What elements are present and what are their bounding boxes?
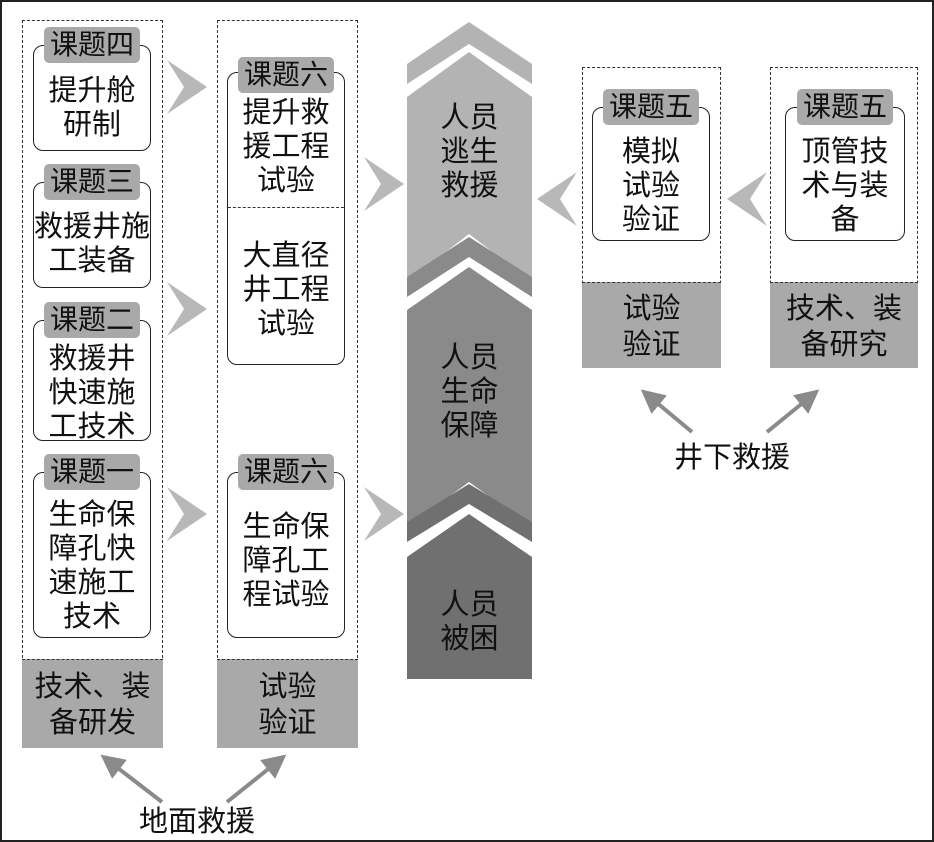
arrow-icon <box>765 389 820 434</box>
topic-text: 顶管技术与装备 <box>801 134 889 236</box>
test-footer: 试验验证 <box>217 659 358 748</box>
underground-research-footer: 技术、装备研究 <box>770 282 918 368</box>
topic-box: 顶管技术与装备 <box>785 107 905 241</box>
topic-tag: 课题五 <box>603 89 699 125</box>
chevron-right-icon <box>167 282 207 336</box>
topic-tag: 课题一 <box>44 454 140 490</box>
topic-text: 提升救援工程试验 <box>228 73 344 208</box>
topic-box: 生命保障孔工程试验 <box>227 472 345 638</box>
chevron-right-icon <box>167 487 207 541</box>
stage-support-label: 人员生命保障 <box>440 340 499 442</box>
topic-tag: 课题三 <box>44 164 140 200</box>
topic-tag: 课题六 <box>238 454 334 490</box>
topic-box: 提升救援工程试验 大直径井工程试验 <box>227 72 345 365</box>
topic-text: 救援井快速施工技术 <box>48 341 136 443</box>
arrow-icon <box>225 754 287 804</box>
arrow-icon <box>640 389 694 434</box>
stage-arrow-support <box>407 267 532 527</box>
topic-text: 生命保障孔快速施工技术 <box>48 497 136 633</box>
stage-arrow-escape <box>407 52 532 282</box>
underground-test-footer: 试验验证 <box>582 282 721 368</box>
topic-text: 大直径井工程试验 <box>242 238 330 340</box>
topic-tag: 课题五 <box>797 89 893 125</box>
chevron-right-icon <box>364 487 404 541</box>
topic-text: 生命保障孔工程试验 <box>242 509 330 611</box>
ground-rescue-label: 地面救援 <box>138 804 255 838</box>
chevron-right-icon <box>167 60 207 114</box>
chevron-left-icon <box>727 172 767 226</box>
topic-tag: 课题四 <box>44 27 140 63</box>
stage-escape-label: 人员逃生救援 <box>440 100 499 202</box>
topic-text: 模拟试验验证 <box>621 134 680 236</box>
stage-arrow-trapped <box>407 514 532 679</box>
topic-tag: 课题二 <box>44 302 140 338</box>
chevron-left-icon <box>537 172 577 226</box>
underground-rescue-label: 井下救援 <box>673 440 790 474</box>
topic-box: 生命保障孔快速施工技术 <box>33 472 151 638</box>
stage-cap-mid <box>407 237 532 297</box>
topic-box: 救援井快速施工技术 <box>33 320 151 443</box>
topic-box: 模拟试验验证 <box>592 107 710 241</box>
stage-trapped-label: 人员被困 <box>440 587 499 655</box>
stage-cap-light <box>407 22 532 84</box>
topic-tag: 课题六 <box>238 57 334 93</box>
stage-cap-dark <box>407 484 532 542</box>
topic-text: 提升舱研制 <box>48 73 136 141</box>
topic-text: 救援井施工装备 <box>34 209 151 277</box>
chevron-right-icon <box>364 157 404 211</box>
arrow-icon <box>100 754 164 804</box>
dev-footer: 技术、装备研发 <box>22 659 163 748</box>
